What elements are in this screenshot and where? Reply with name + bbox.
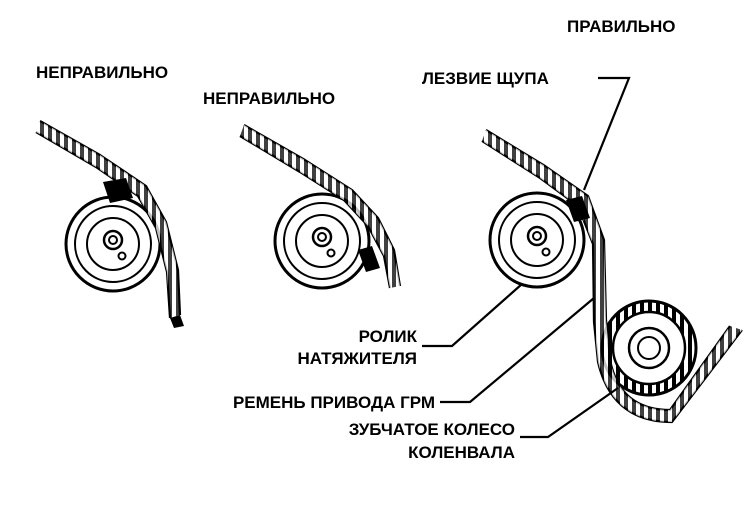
feeler-blade-1 bbox=[103, 178, 133, 203]
timing-belt-1 bbox=[35, 120, 184, 328]
tensioner-pulley-3 bbox=[488, 191, 586, 289]
label-incorrect-2: НЕПРАВИЛЬНО bbox=[203, 89, 335, 108]
incorrect-example-1 bbox=[35, 120, 184, 328]
leader-feeler-blade bbox=[582, 76, 631, 191]
label-incorrect-1: НЕПРАВИЛЬНО bbox=[36, 63, 168, 82]
callout-tensioner-line1: РОЛИК bbox=[359, 327, 418, 346]
callout-feeler-blade: ЛЕЗВИЕ ЩУПА bbox=[422, 69, 549, 88]
label-correct: ПРАВИЛЬНО bbox=[567, 17, 675, 36]
leader-tensioner bbox=[422, 283, 523, 348]
callout-belt: РЕМЕНЬ ПРИВОДА ГРМ bbox=[233, 393, 435, 412]
feeler-blade-2 bbox=[358, 246, 380, 272]
callout-crank-line1: ЗУБЧАТОЕ КОЛЕСО bbox=[349, 420, 515, 439]
crankshaft-sprocket bbox=[600, 299, 698, 397]
feeler-blade-3 bbox=[566, 196, 590, 222]
timing-belt-2 bbox=[239, 124, 402, 289]
leader-crankshaft bbox=[520, 387, 619, 439]
callout-tensioner-line2: НАТЯЖИТЕЛЯ bbox=[297, 349, 417, 368]
correct-example bbox=[481, 129, 743, 424]
leader-belt bbox=[440, 297, 595, 404]
incorrect-example-2 bbox=[239, 124, 402, 290]
timing-belt-3 bbox=[481, 129, 743, 424]
callout-crank-line2: КОЛЕНВАЛА bbox=[408, 443, 515, 462]
tensioner-pulley-2 bbox=[273, 192, 371, 290]
